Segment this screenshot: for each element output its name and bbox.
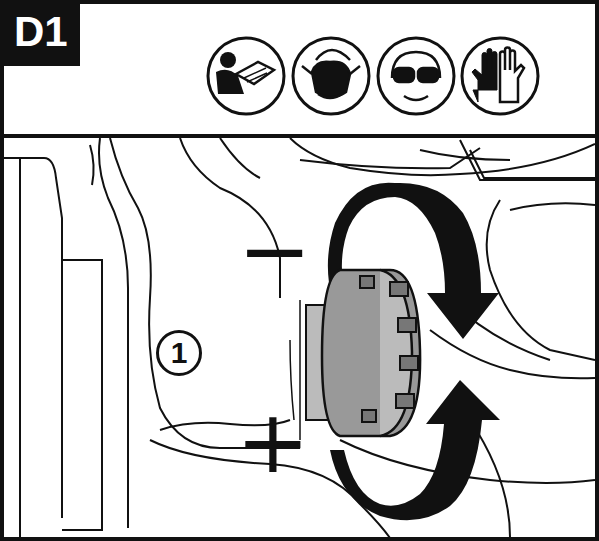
plus-sign: + <box>236 398 310 486</box>
step-badge: D1 <box>0 0 80 66</box>
step-title: D1 <box>0 0 80 66</box>
callout-number: 1 <box>156 330 202 376</box>
minus-sign: − <box>238 207 312 295</box>
